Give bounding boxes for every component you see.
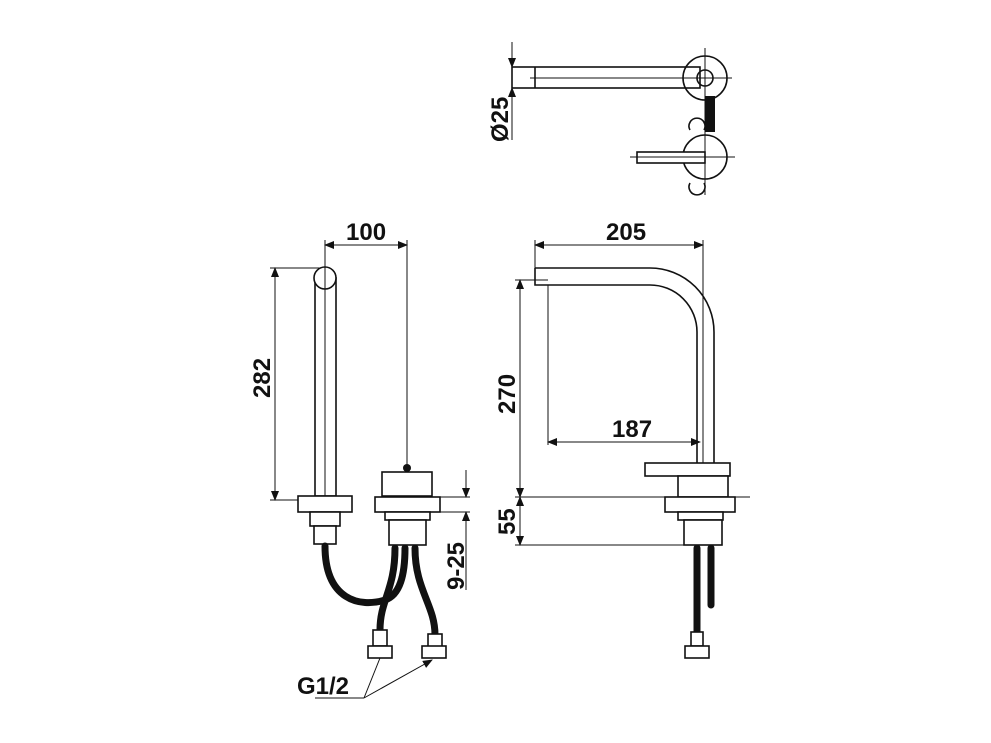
side-view-right: 205 187 270 55 [494, 219, 750, 659]
dimension-diameter-label: Ø25 [487, 97, 514, 142]
dimension-270-label: 270 [494, 374, 521, 414]
side-view-left: 282 100 9-25 G1/2 [249, 219, 470, 700]
dimension-9-25-label: 9-25 [443, 542, 470, 590]
connection-g12-label: G1/2 [297, 673, 349, 700]
top-view: Ø25 [487, 42, 735, 196]
dimension-282-label: 282 [249, 358, 276, 398]
dimension-100-label: 100 [346, 219, 386, 246]
dimension-55-label: 55 [494, 508, 521, 535]
dimension-205-label: 205 [606, 219, 646, 246]
dimension-187-label: 187 [612, 416, 652, 443]
